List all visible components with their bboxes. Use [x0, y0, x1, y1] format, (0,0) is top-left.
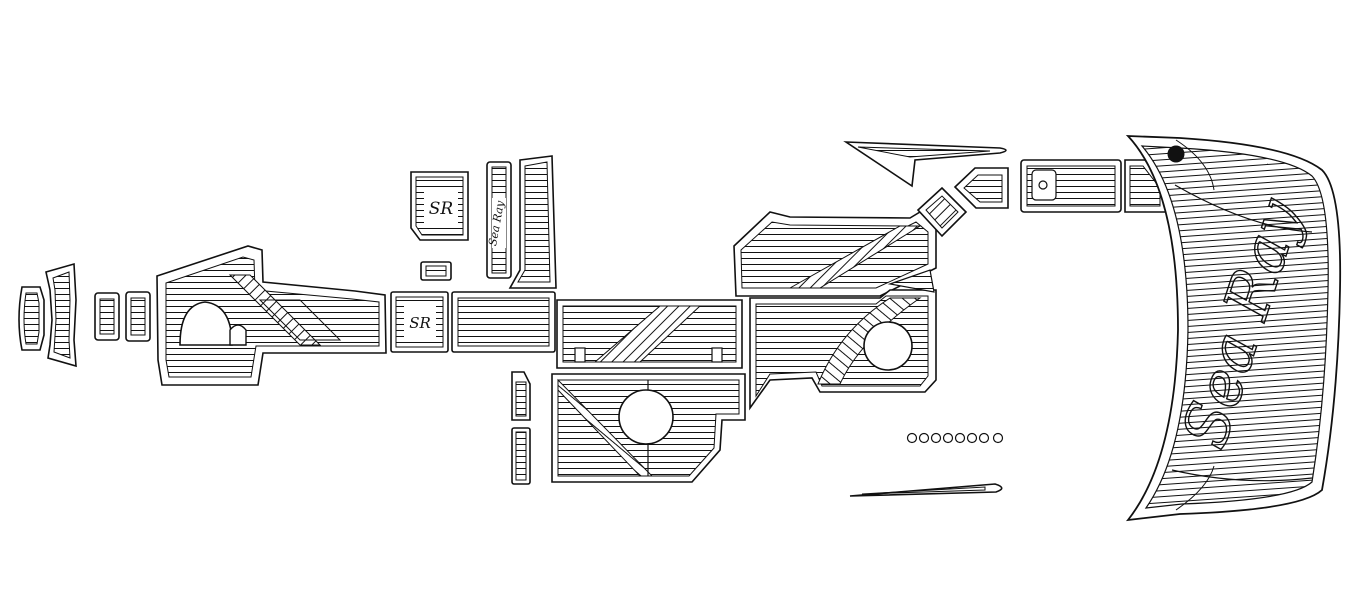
bow-pad-left-small: [18, 286, 45, 351]
fastener-dot: [942, 432, 954, 444]
step-pad-a: [94, 292, 120, 341]
tall-logo-pad: Sea Ray: [486, 161, 512, 279]
bow-pad-left-large: [45, 262, 77, 368]
bow-main-pad: Sea Ray: [1125, 135, 1342, 522]
step-pad-b: [125, 291, 151, 342]
helm-logo-pad: SR: [410, 171, 469, 241]
storage-side-pad: [1124, 159, 1167, 213]
fastener-dot: [992, 432, 1004, 444]
monogram-pad: SR: [390, 291, 449, 353]
fastener-dots: [906, 432, 1004, 444]
cockpit-center-pad: [451, 291, 556, 353]
helm-monogram-text: SR: [429, 199, 454, 219]
fastener-dot: [966, 432, 978, 444]
monogram-text: SR: [409, 314, 431, 332]
fastener-dot: [906, 432, 918, 444]
gunwale-wedge-top: [843, 141, 1007, 188]
tall-side-pad: [508, 155, 557, 289]
side-strip-upper: [511, 371, 531, 421]
angled-step-pad: [953, 167, 1009, 209]
storage-lid-pad: [1020, 159, 1122, 213]
gunwale-wedge-bottom: [849, 483, 1003, 497]
fastener-dot: [978, 432, 990, 444]
cockpit-mid-pad: [556, 299, 743, 369]
bow-light-icon: [1167, 145, 1185, 163]
forward-walkway-pad: [733, 210, 937, 297]
side-strip-lower: [511, 427, 531, 485]
fastener-dot: [930, 432, 942, 444]
small-step-pad: [420, 261, 452, 281]
cockpit-lower-pad: [551, 373, 746, 483]
fastener-dot: [954, 432, 966, 444]
swim-platform-pad: [156, 245, 387, 386]
fastener-dot: [918, 432, 930, 444]
connector-pad: [916, 186, 968, 238]
cockpit-right-pad: [749, 269, 937, 411]
